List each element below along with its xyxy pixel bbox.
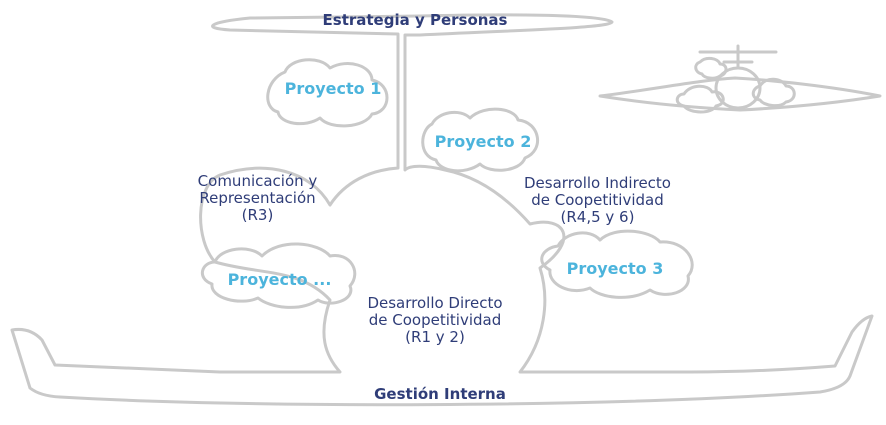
- cloud-proyecto-1-outline: [266, 58, 389, 128]
- center-label-line-3: (R1 y 2): [405, 328, 465, 346]
- top-label: Estrategia y Personas: [322, 11, 508, 29]
- right-label-line-3: (R4,5 y 6): [560, 208, 635, 226]
- proyecto-2-label: Proyecto 2: [434, 132, 532, 151]
- small-airplane-icon: [598, 44, 882, 114]
- bottom-label: Gestión Interna: [374, 385, 506, 403]
- cloud-proyecto-2-outline: [421, 107, 540, 173]
- cloud-proyecto-n-outline: [200, 242, 357, 309]
- cloud-proyecto-3-outline: [540, 229, 694, 299]
- left-label: Comunicación y Representación (R3): [170, 173, 345, 224]
- right-label: Desarrollo Indirecto de Coopetitividad (…: [500, 175, 695, 226]
- left-label-line-1: Comunicación y: [197, 172, 318, 190]
- center-label-line-2: de Coopetitividad: [368, 311, 502, 329]
- right-label-line-1: Desarrollo Indirecto: [524, 174, 671, 192]
- left-label-line-3: (R3): [241, 206, 274, 224]
- main-wing-outline: [10, 13, 874, 407]
- proyecto-3-label: Proyecto 3: [566, 259, 664, 278]
- left-label-line-2: Representación: [199, 189, 316, 207]
- center-label: Desarrollo Directo de Coopetitividad (R1…: [340, 295, 530, 346]
- proyecto-n-label: Proyecto ...: [227, 270, 332, 289]
- right-label-line-2: de Coopetitividad: [531, 191, 664, 209]
- proyecto-1-label: Proyecto 1: [284, 79, 382, 98]
- center-label-line-1: Desarrollo Directo: [367, 294, 503, 312]
